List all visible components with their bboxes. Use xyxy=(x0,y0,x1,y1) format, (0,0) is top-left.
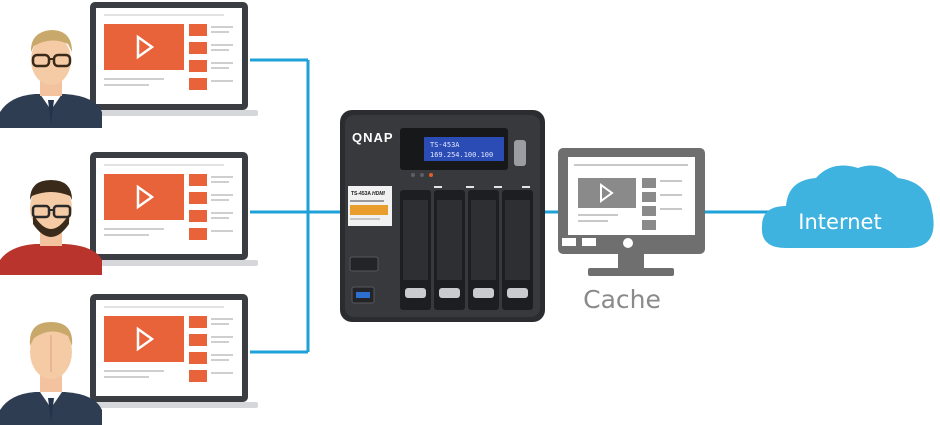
user-avatar-1 xyxy=(0,30,102,128)
connection-lines xyxy=(250,58,770,354)
nas-lcd-line2: 169.254.100.100 xyxy=(430,151,493,159)
cache-label: Cache xyxy=(583,285,661,314)
internet-cloud xyxy=(761,165,934,248)
nas-model-sticker: TS-453A xyxy=(351,191,371,197)
laptop-1 xyxy=(78,0,260,118)
nas-hdmi-badge: HDMI xyxy=(372,191,385,197)
user-avatar-3 xyxy=(0,322,102,425)
laptop-3 xyxy=(78,292,260,410)
qnap-nas: QNAP TS-453A 169.254.100.100 TS-453A HDM… xyxy=(340,110,545,322)
user-avatar-2 xyxy=(0,180,102,275)
internet-label: Internet xyxy=(798,210,881,234)
laptop-2 xyxy=(78,150,260,268)
cache-monitor xyxy=(558,148,705,276)
nas-brand: QNAP xyxy=(352,130,394,145)
nas-drive-trays xyxy=(400,190,533,310)
nas-lcd-line1: TS-453A xyxy=(430,141,460,149)
